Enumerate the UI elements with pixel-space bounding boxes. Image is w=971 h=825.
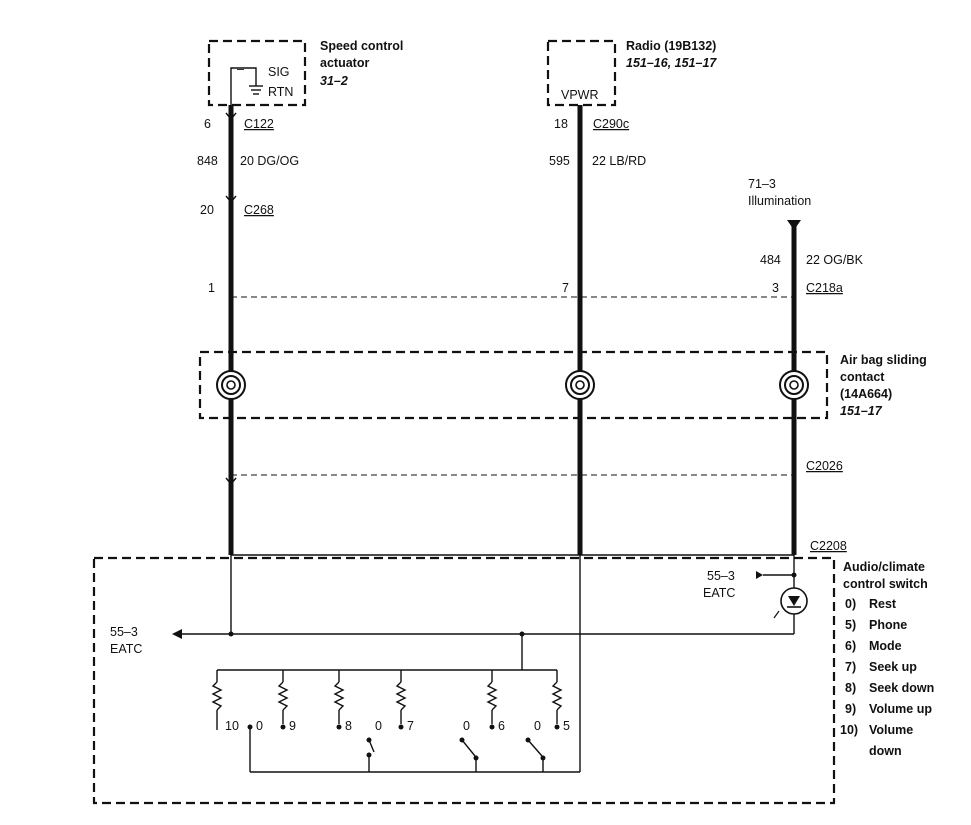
- svg-text:–: –: [237, 62, 244, 76]
- airbag-sliding-contact: Air bag sliding contact (14A664) 151–17: [198, 350, 927, 420]
- position-number: 6): [845, 639, 856, 653]
- airbag-title: Air bag sliding: [840, 353, 927, 367]
- position-label: Rest: [869, 597, 897, 611]
- speed-control-box: [207, 39, 307, 107]
- position-number: 5): [845, 618, 856, 632]
- radio-pin-label: VPWR: [561, 88, 599, 102]
- contact-label: 8: [345, 719, 352, 733]
- resistor-10: [211, 670, 223, 730]
- pin-sig-label: SIG: [268, 65, 290, 79]
- wires: [225, 105, 797, 555]
- resistor-8: [333, 670, 345, 730]
- radio: VPWR Radio (19B132) 151–16, 151–17: [546, 39, 717, 107]
- wire-848-labels: 6 C122 848 20 DG/OG 20 C268 1: [197, 117, 299, 295]
- pin-c122: 6: [204, 117, 211, 131]
- illumination-label: Illumination: [748, 194, 811, 208]
- contact-label: 0: [375, 719, 382, 733]
- switch-title: Audio/climate: [843, 560, 925, 574]
- illumination-ref: 71–3: [748, 177, 776, 191]
- resistor-6: [486, 670, 498, 730]
- contact-label: 10: [225, 719, 239, 733]
- audio-climate-switch: C2208 Audio/climate control switch 0) Re…: [92, 539, 934, 805]
- contact-label: 0: [463, 719, 470, 733]
- led-icon: [773, 587, 808, 619]
- connector-c290c: C290c: [593, 117, 629, 131]
- switch-box: [92, 556, 836, 805]
- eatc-out-ref: 55–3: [110, 625, 138, 639]
- airbag-box: [198, 350, 829, 420]
- wire-484-color: 22 OG/BK: [806, 253, 864, 267]
- airbag-title-2: contact: [840, 370, 885, 384]
- pin-c218a-7: 7: [562, 281, 569, 295]
- contact-label: 5: [563, 719, 570, 733]
- position-label: Mode: [869, 639, 902, 653]
- connector-c218a: C218a: [806, 281, 843, 295]
- connector-c268: C268: [244, 203, 274, 217]
- contact-label: 7: [407, 719, 414, 733]
- pin-c218a-3: 3: [772, 281, 779, 295]
- position-number: 9): [845, 702, 856, 716]
- position-number: 0): [845, 597, 856, 611]
- resistor-9: [277, 670, 289, 730]
- contact-label: 0: [534, 719, 541, 733]
- wire-595-color: 22 LB/RD: [592, 154, 646, 168]
- pin-c218a-1: 1: [208, 281, 215, 295]
- contact-label: 0: [256, 719, 263, 733]
- position-label-cont: down: [869, 744, 902, 758]
- position-label: Phone: [869, 618, 907, 632]
- contact-label: 9: [289, 719, 296, 733]
- position-number: 8): [845, 681, 856, 695]
- actuator-internal-wire: [230, 67, 257, 105]
- circuit-484: 484: [760, 253, 781, 267]
- position-label: Volume up: [869, 702, 932, 716]
- resistor-7: [395, 670, 407, 730]
- eatc-out-label: EATC: [110, 642, 142, 656]
- position-label: Seek up: [869, 660, 917, 674]
- clockspring-icon: [565, 370, 595, 400]
- connector-c2208: C2208: [810, 539, 847, 553]
- clockspring-icon: [216, 370, 246, 400]
- radio-ref: 151–16, 151–17: [626, 56, 717, 70]
- resistor-5: [551, 670, 563, 730]
- speed-control-actuator: – SIG RTN Speed control actuator 31–2: [207, 39, 403, 107]
- connector-c2026: C2026: [806, 459, 843, 473]
- radio-box: [546, 39, 617, 107]
- position-number: 10): [840, 723, 858, 737]
- position-label: Volume: [869, 723, 913, 737]
- wire-595-labels: 18 C290c 595 22 LB/RD 7: [549, 117, 646, 295]
- position-label: Seek down: [869, 681, 934, 695]
- airbag-ref: 151–17: [840, 404, 883, 418]
- radio-title: Radio (19B132): [626, 39, 716, 53]
- circuit-848: 848: [197, 154, 218, 168]
- pin-c268: 20: [200, 203, 214, 217]
- contact-label: 6: [498, 719, 505, 733]
- eatc-input-arrow-icon: [756, 571, 763, 579]
- pin-rtn-label: RTN: [268, 85, 293, 99]
- speed-control-title: Speed control: [320, 39, 403, 53]
- clockspring-icon: [779, 370, 809, 400]
- eatc-in-label: EATC: [703, 586, 735, 600]
- wire-848-color: 20 DG/OG: [240, 154, 299, 168]
- eatc-output-arrow-icon: [172, 629, 182, 639]
- switch-contacts: [247, 724, 546, 772]
- position-number: 7): [845, 660, 856, 674]
- airbag-part: (14A664): [840, 387, 892, 401]
- pin-c290c: 18: [554, 117, 568, 131]
- speed-control-ref: 31–2: [320, 74, 348, 88]
- illumination-source: 71–3 Illumination: [748, 177, 811, 230]
- wire-484-labels: 484 22 OG/BK 3 C218a: [760, 253, 864, 295]
- switch-title-2: control switch: [843, 577, 928, 591]
- circuit-595: 595: [549, 154, 570, 168]
- eatc-in-ref: 55–3: [707, 569, 735, 583]
- connector-c122: C122: [244, 117, 274, 131]
- speed-control-title-2: actuator: [320, 56, 369, 70]
